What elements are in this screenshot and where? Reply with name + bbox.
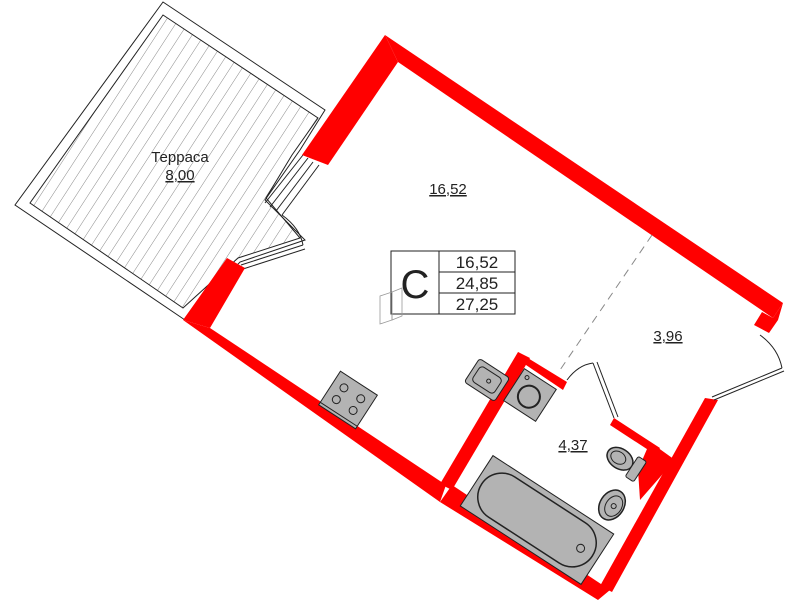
terrace-name-label: Терраса [151, 149, 209, 166]
bathtub-icon [459, 454, 615, 586]
bathroom-area-label: 4,37 [558, 437, 587, 454]
washbasin-icon [597, 489, 627, 521]
terrace-door-frame [240, 154, 320, 270]
total-with-terrace-value: 27,25 [456, 295, 499, 314]
living-room-area-label: 16,52 [429, 181, 467, 198]
apartment-type-letter: С [401, 263, 430, 307]
bathroom-door [566, 361, 619, 419]
area-summary-table: С 16,52 24,85 27,25 [390, 250, 516, 315]
radiator-icon [379, 287, 403, 325]
hall-area-label: 3,96 [653, 328, 682, 345]
zone-divider [559, 234, 653, 371]
kitchen-sink-icon [464, 359, 510, 401]
hall-door [711, 334, 785, 401]
terrace-area-label: 8,00 [165, 167, 194, 184]
living-area-value: 16,52 [456, 253, 499, 272]
stove-icon [317, 370, 379, 430]
toilet-icon [606, 446, 647, 482]
total-area-value: 24,85 [456, 274, 499, 293]
washing-machine-icon [503, 368, 557, 422]
terrace [14, 1, 326, 321]
